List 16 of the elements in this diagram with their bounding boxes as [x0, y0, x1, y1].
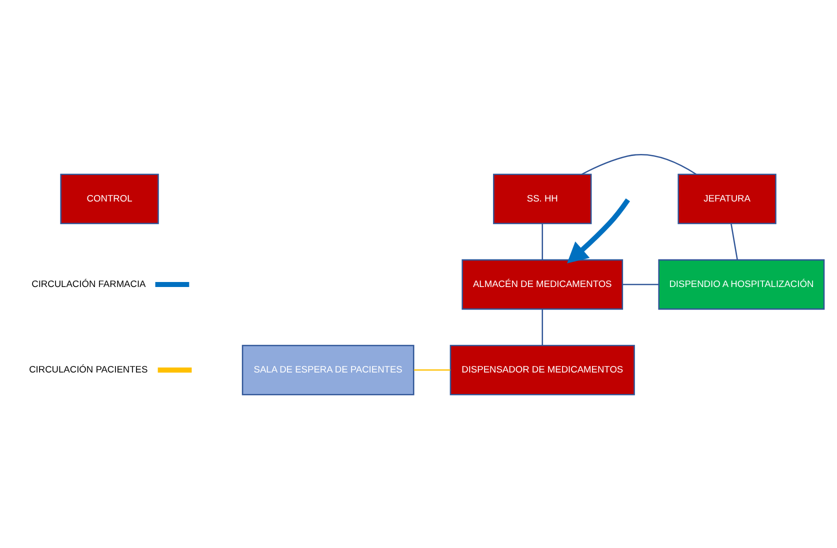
node-box: ALMACÉN DE MEDICAMENTOS — [462, 258, 624, 310]
connector — [542, 308, 544, 345]
connector — [414, 368, 450, 370]
node-box: DISPENSADOR DE MEDICAMENTOS — [450, 344, 635, 395]
node-box: CONTROL — [60, 173, 159, 224]
arrow — [566, 198, 630, 263]
node-box: JEFATURA — [678, 173, 776, 224]
legend-label: CIRCULACIÓN FARMACIA — [32, 278, 146, 288]
connector — [582, 154, 696, 174]
node-box: DISPENDIO A HOSPITALIZACIÓN — [658, 258, 825, 310]
connector — [542, 223, 544, 260]
node-box: SALA DE ESPERA DE PACIENTES — [242, 344, 414, 395]
node-box: SS. HH — [493, 173, 592, 224]
connector — [622, 283, 659, 285]
legend-label: CIRCULACIÓN PACIENTES — [29, 364, 148, 374]
connector — [730, 222, 738, 260]
